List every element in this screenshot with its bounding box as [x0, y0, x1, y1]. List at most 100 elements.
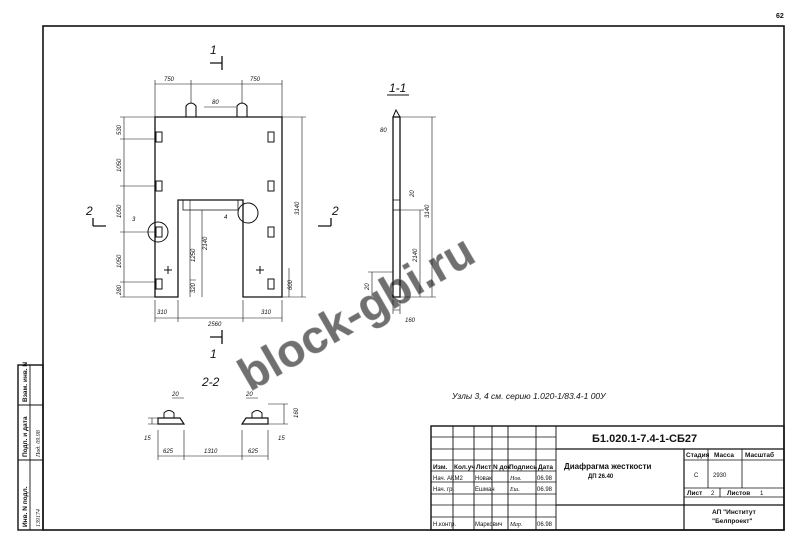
svg-text:625: 625 — [248, 449, 259, 455]
svg-text:3140: 3140 — [295, 201, 301, 215]
svg-text:Нач. АКМ2: Нач. АКМ2 — [433, 476, 463, 482]
svg-text:15: 15 — [278, 436, 285, 442]
svg-text:Ешман: Ешман — [475, 487, 495, 493]
embedded-parts-left — [155, 131, 163, 290]
svg-text:1250: 1250 — [191, 248, 197, 262]
svg-text:Взам. инв. N: Взам. инв. N — [22, 362, 29, 402]
section-2-right-part — [240, 417, 269, 425]
organization-line-2: "Белпроект" — [712, 518, 753, 525]
section-2-2-labels: 2-2 20 20 15 15 160 625 1310 625 — [144, 375, 300, 455]
side-stamp-text: Инв. N подл. Подп. и дата Взам. инв. N 1… — [22, 362, 42, 527]
svg-text:2140: 2140 — [413, 248, 419, 263]
svg-text:160: 160 — [294, 407, 300, 418]
svg-text:Лист: Лист — [476, 464, 491, 471]
svg-text:530: 530 — [117, 124, 123, 135]
opening-edge — [182, 200, 239, 211]
nodes-note: Узлы 3, 4 см. серию 1.020-1/83.4-1 00У — [451, 391, 607, 401]
svg-text:160: 160 — [405, 318, 416, 324]
section-2-2-title: 2-2 — [201, 375, 220, 389]
svg-text:750: 750 — [250, 77, 261, 83]
svg-text:06.98: 06.98 — [537, 476, 553, 482]
svg-text:Новак: Новак — [475, 476, 492, 482]
svg-text:Лист: Лист — [687, 490, 702, 497]
section-body — [392, 116, 401, 298]
lifting-loop-left — [185, 102, 197, 117]
svg-text:1050: 1050 — [117, 254, 123, 268]
section-view-1-1 — [368, 94, 436, 314]
section-2-left — [92, 218, 106, 227]
section-mark-top: 1 — [210, 43, 217, 57]
main-dimension-lines — [120, 80, 306, 322]
svg-text:3140: 3140 — [425, 204, 431, 218]
svg-text:20: 20 — [410, 190, 416, 198]
svg-text:2930: 2930 — [713, 473, 727, 479]
section-line-bottom — [210, 330, 223, 344]
drawing-name: Диафрагма жесткости — [564, 462, 652, 471]
svg-text:06.98: 06.98 — [537, 487, 553, 493]
main-view — [92, 56, 332, 344]
svg-text:625: 625 — [163, 449, 174, 455]
side-stamp — [17, 364, 44, 531]
svg-text:80: 80 — [212, 100, 219, 106]
section-2-left-part — [157, 417, 186, 425]
element-mark: ДП 26.40 — [588, 474, 614, 480]
section-mark-left: 2 — [85, 204, 93, 218]
svg-text:Масса: Масса — [714, 452, 734, 459]
section-line-top — [210, 56, 223, 70]
svg-text:1310: 1310 — [204, 449, 218, 455]
section-mark-bottom: 1 — [210, 347, 217, 361]
main-dimensions: 750 750 80 530 1050 1050 1050 280 3140 3… — [85, 43, 339, 361]
section-2-right — [318, 218, 332, 227]
svg-text:1050: 1050 — [117, 158, 123, 172]
panel-outline — [154, 116, 283, 298]
svg-text:Мар.: Мар. — [509, 522, 522, 528]
svg-text:320: 320 — [191, 282, 197, 293]
node-4-circle — [237, 202, 259, 224]
drawing-code: Б1.020.1-7.4-1-СБ27 — [592, 433, 697, 445]
title-block-text: Б1.020.1-7.4-1-СБ27 Диафрагма жесткости … — [433, 433, 774, 528]
svg-text:600: 600 — [288, 279, 294, 290]
embedded-parts-right — [267, 131, 275, 290]
svg-text:310: 310 — [261, 310, 272, 316]
svg-text:Масштаб: Масштаб — [745, 451, 774, 459]
svg-text:Листов: Листов — [727, 490, 750, 497]
svg-text:06.98: 06.98 — [537, 522, 553, 528]
svg-text:2560: 2560 — [207, 322, 222, 328]
lifting-loop-right — [236, 102, 248, 117]
node-4-label: 4 — [224, 215, 228, 221]
svg-text:20: 20 — [245, 392, 253, 398]
sheet-frame — [42, 25, 785, 531]
svg-text:1: 1 — [760, 491, 764, 497]
svg-text:Нов.: Нов. — [509, 476, 521, 482]
svg-text:750: 750 — [164, 77, 175, 83]
svg-text:Подп. и дата: Подп. и дата — [22, 416, 29, 457]
svg-text:Изм.: Изм. — [433, 464, 448, 471]
section-1-1-title: 1-1 — [389, 81, 406, 95]
svg-text:Кол.уч: Кол.уч — [454, 464, 475, 471]
svg-text:80: 80 — [380, 128, 387, 134]
svg-text:С: С — [694, 473, 699, 479]
svg-text:280: 280 — [117, 284, 123, 296]
svg-text:Инв. N подл.: Инв. N подл. — [22, 486, 29, 527]
svg-text:139174: 139174 — [35, 509, 42, 527]
svg-text:Н.контр.: Н.контр. — [433, 522, 456, 528]
svg-text:Подпись: Подпись — [509, 464, 537, 471]
title-block — [430, 425, 785, 531]
section-mark-right: 2 — [331, 204, 339, 218]
svg-text:Маркович: Маркович — [475, 522, 502, 528]
center-mark-left — [164, 266, 172, 274]
svg-text:2: 2 — [711, 491, 715, 497]
svg-text:310: 310 — [157, 310, 168, 316]
center-mark-right — [256, 266, 264, 274]
svg-text:Под. 09.98: Под. 09.98 — [35, 430, 42, 458]
svg-text:Стадия: Стадия — [686, 452, 710, 459]
svg-text:20: 20 — [171, 392, 179, 398]
svg-text:2140: 2140 — [203, 236, 209, 251]
svg-text:1050: 1050 — [117, 204, 123, 218]
section-1-1-labels: 1-1 80 3140 2140 20 20 160 — [365, 81, 431, 324]
node-3-label: 3 — [132, 217, 136, 223]
svg-text:15: 15 — [144, 436, 151, 442]
svg-text:20: 20 — [365, 283, 371, 291]
svg-text:Нач. гр.: Нач. гр. — [433, 487, 455, 493]
